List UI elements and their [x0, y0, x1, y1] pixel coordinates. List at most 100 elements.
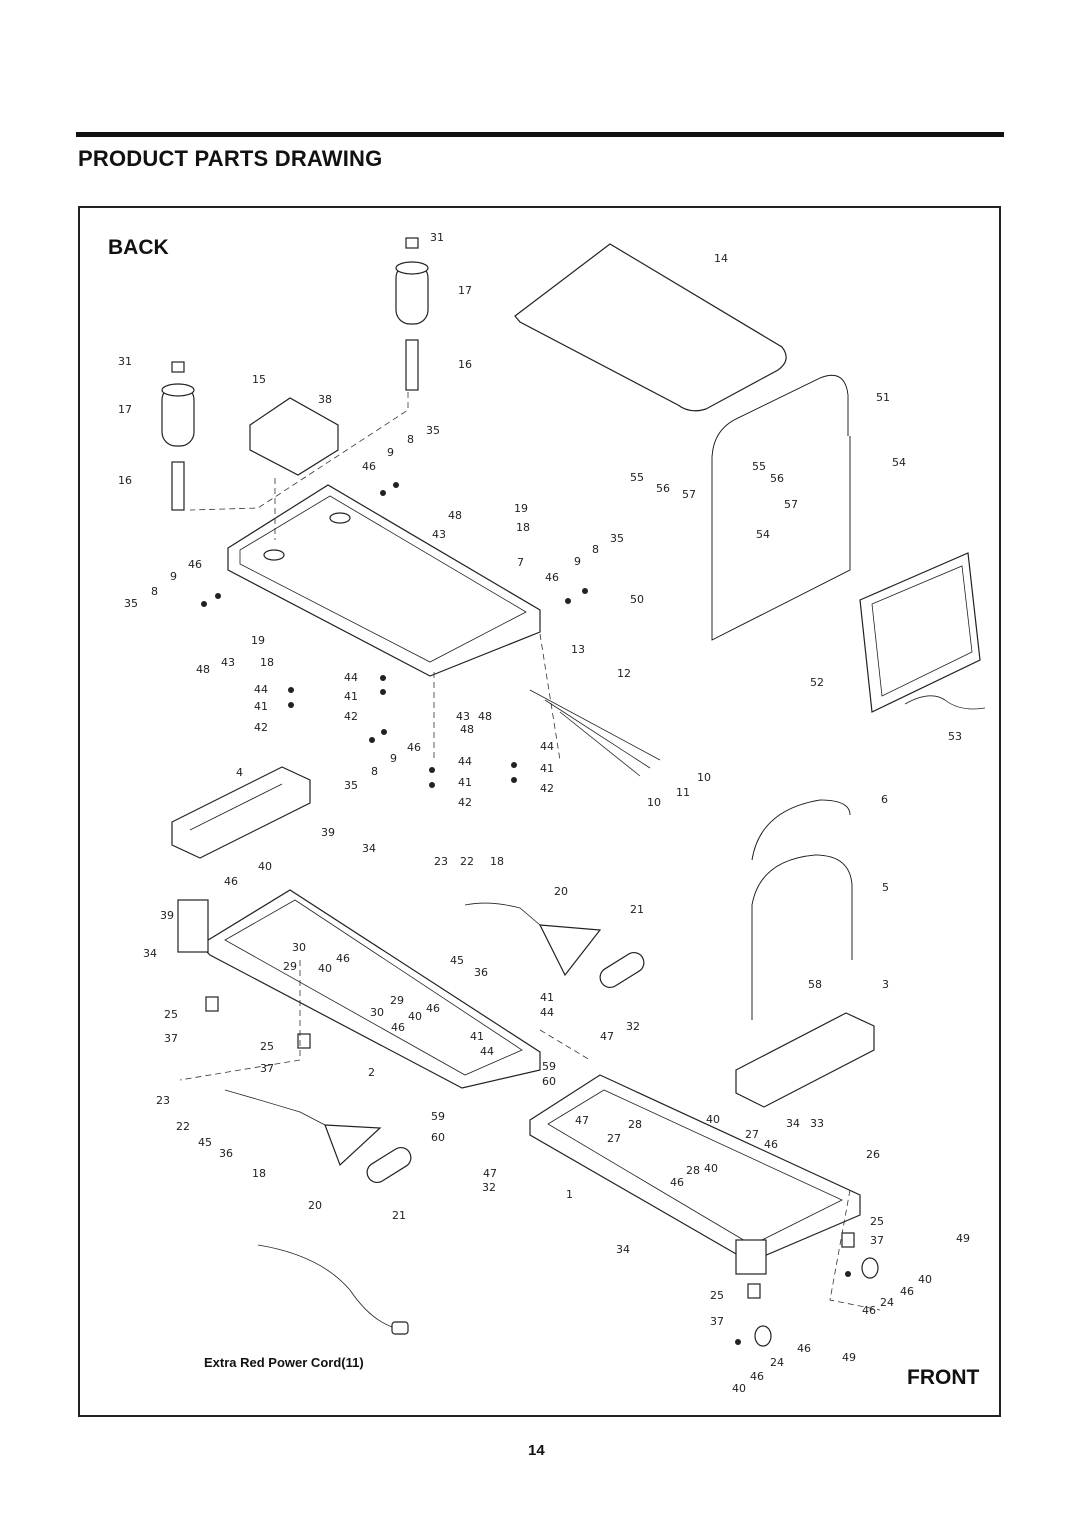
- part-callout: 37: [870, 1234, 884, 1247]
- part-callout: 51: [876, 391, 890, 404]
- part-callout: 33: [810, 1117, 824, 1130]
- part-callout: 48: [448, 509, 462, 522]
- part-callout: 41: [254, 700, 268, 713]
- part-callout: 53: [948, 730, 962, 743]
- front-label: FRONT: [907, 1366, 980, 1389]
- part-callout: 39: [160, 909, 174, 922]
- left-cylinder-cap: [161, 383, 195, 397]
- part-callout: 5: [882, 881, 889, 894]
- part-callout: 10: [647, 796, 661, 809]
- part-callout: 26: [866, 1148, 880, 1161]
- fastener-5: [565, 598, 571, 604]
- part-callout: 25: [260, 1040, 274, 1053]
- part-callout: 52: [810, 676, 824, 689]
- part-callout: 35: [610, 532, 624, 545]
- part-callout: 34: [362, 842, 376, 855]
- part-callout: 44: [540, 1006, 554, 1019]
- part-callout: 46: [391, 1021, 405, 1034]
- part-callout: 18: [260, 656, 274, 669]
- part-callout: 4: [236, 766, 243, 779]
- part-callout: 39: [321, 826, 335, 839]
- part-callout: 9: [390, 752, 397, 765]
- handle-bar-top-inner: [751, 799, 851, 861]
- part-callout: 27: [607, 1132, 621, 1145]
- extra-cord-part: [257, 1244, 396, 1329]
- assembly-guide-3: [179, 960, 591, 1081]
- part-callout: 17: [118, 403, 132, 416]
- part-callout: 16: [458, 358, 472, 371]
- roller-left-part: [205, 996, 219, 1012]
- roller-right-part: [841, 1232, 855, 1248]
- part-callout: 41: [470, 1030, 484, 1043]
- part-callout: 6: [881, 793, 888, 806]
- back-cap-part: [405, 237, 419, 249]
- part-callout: 54: [756, 528, 770, 541]
- back-cylinder-cap: [395, 261, 429, 275]
- part-callout: 43: [456, 710, 470, 723]
- part-callout: 2: [368, 1066, 375, 1079]
- part-callout: 40: [706, 1113, 720, 1126]
- part-callout: 44: [540, 740, 554, 753]
- part-callout: 46: [545, 571, 559, 584]
- part-callout: 9: [170, 570, 177, 583]
- part-callout: 17: [458, 284, 472, 297]
- part-callout: 23: [156, 1094, 170, 1107]
- part-callout: 8: [407, 433, 414, 446]
- part-callout: 38: [318, 393, 332, 406]
- part-callout: 15: [252, 373, 266, 386]
- part-callout: 28: [628, 1118, 642, 1131]
- fastener-16: [511, 777, 517, 783]
- part-callout: 12: [617, 667, 631, 680]
- part-callout: 21: [630, 903, 644, 916]
- part-callout: 47: [600, 1030, 614, 1043]
- rear-end-block: [177, 899, 209, 953]
- part-callout: 21: [392, 1209, 406, 1222]
- seat-cushion-part: [514, 243, 787, 412]
- part-callout: 29: [283, 960, 297, 973]
- part-callout: 41: [458, 776, 472, 789]
- part-callout: 7: [517, 556, 524, 569]
- part-callout: 56: [770, 472, 784, 485]
- wheel-lower-part: [754, 1325, 772, 1347]
- part-callout: 49: [842, 1351, 856, 1364]
- part-callout: 46: [797, 1342, 811, 1355]
- cord-lower-part: [224, 1089, 326, 1126]
- fastener-10: [288, 702, 294, 708]
- grip-upper-part: [599, 951, 645, 989]
- part-callout: 44: [480, 1045, 494, 1058]
- part-callout: 42: [540, 782, 554, 795]
- rebounder-cord-part: [904, 695, 986, 710]
- part-callout: 59: [431, 1110, 445, 1123]
- part-callout: 40: [732, 1382, 746, 1395]
- part-callout: 46: [224, 875, 238, 888]
- part-callout: 22: [176, 1120, 190, 1133]
- rear-rail-frame-part: [199, 889, 541, 1089]
- part-callout: 48: [478, 710, 492, 723]
- part-callout: 20: [308, 1199, 322, 1212]
- part-callout: 9: [574, 555, 581, 568]
- part-callout: 8: [592, 543, 599, 556]
- fastener-6: [582, 588, 588, 594]
- jump-board-frame-inner: [711, 374, 851, 641]
- part-callout: 20: [554, 885, 568, 898]
- part-callout: 8: [371, 765, 378, 778]
- strap-upper-part: [538, 924, 602, 977]
- front-rail-frame-part: [529, 1074, 861, 1263]
- part-callout: 40: [258, 860, 272, 873]
- assembly-guide-2: [433, 633, 561, 761]
- part-callout: 31: [430, 231, 444, 244]
- front-end-block: [735, 1239, 767, 1275]
- part-callout: 35: [124, 597, 138, 610]
- part-callout: 40: [918, 1273, 932, 1286]
- part-callout: 60: [431, 1131, 445, 1144]
- carriage-platform-part: [227, 484, 541, 677]
- part-callout: 42: [458, 796, 472, 809]
- roller-front-part: [747, 1283, 761, 1299]
- part-callout: 46: [670, 1176, 684, 1189]
- part-callout: 3: [882, 978, 889, 991]
- carriage-mount-right: [329, 512, 351, 524]
- fastener-12: [380, 689, 386, 695]
- part-callout: 48: [460, 723, 474, 736]
- part-callout: 13: [571, 643, 585, 656]
